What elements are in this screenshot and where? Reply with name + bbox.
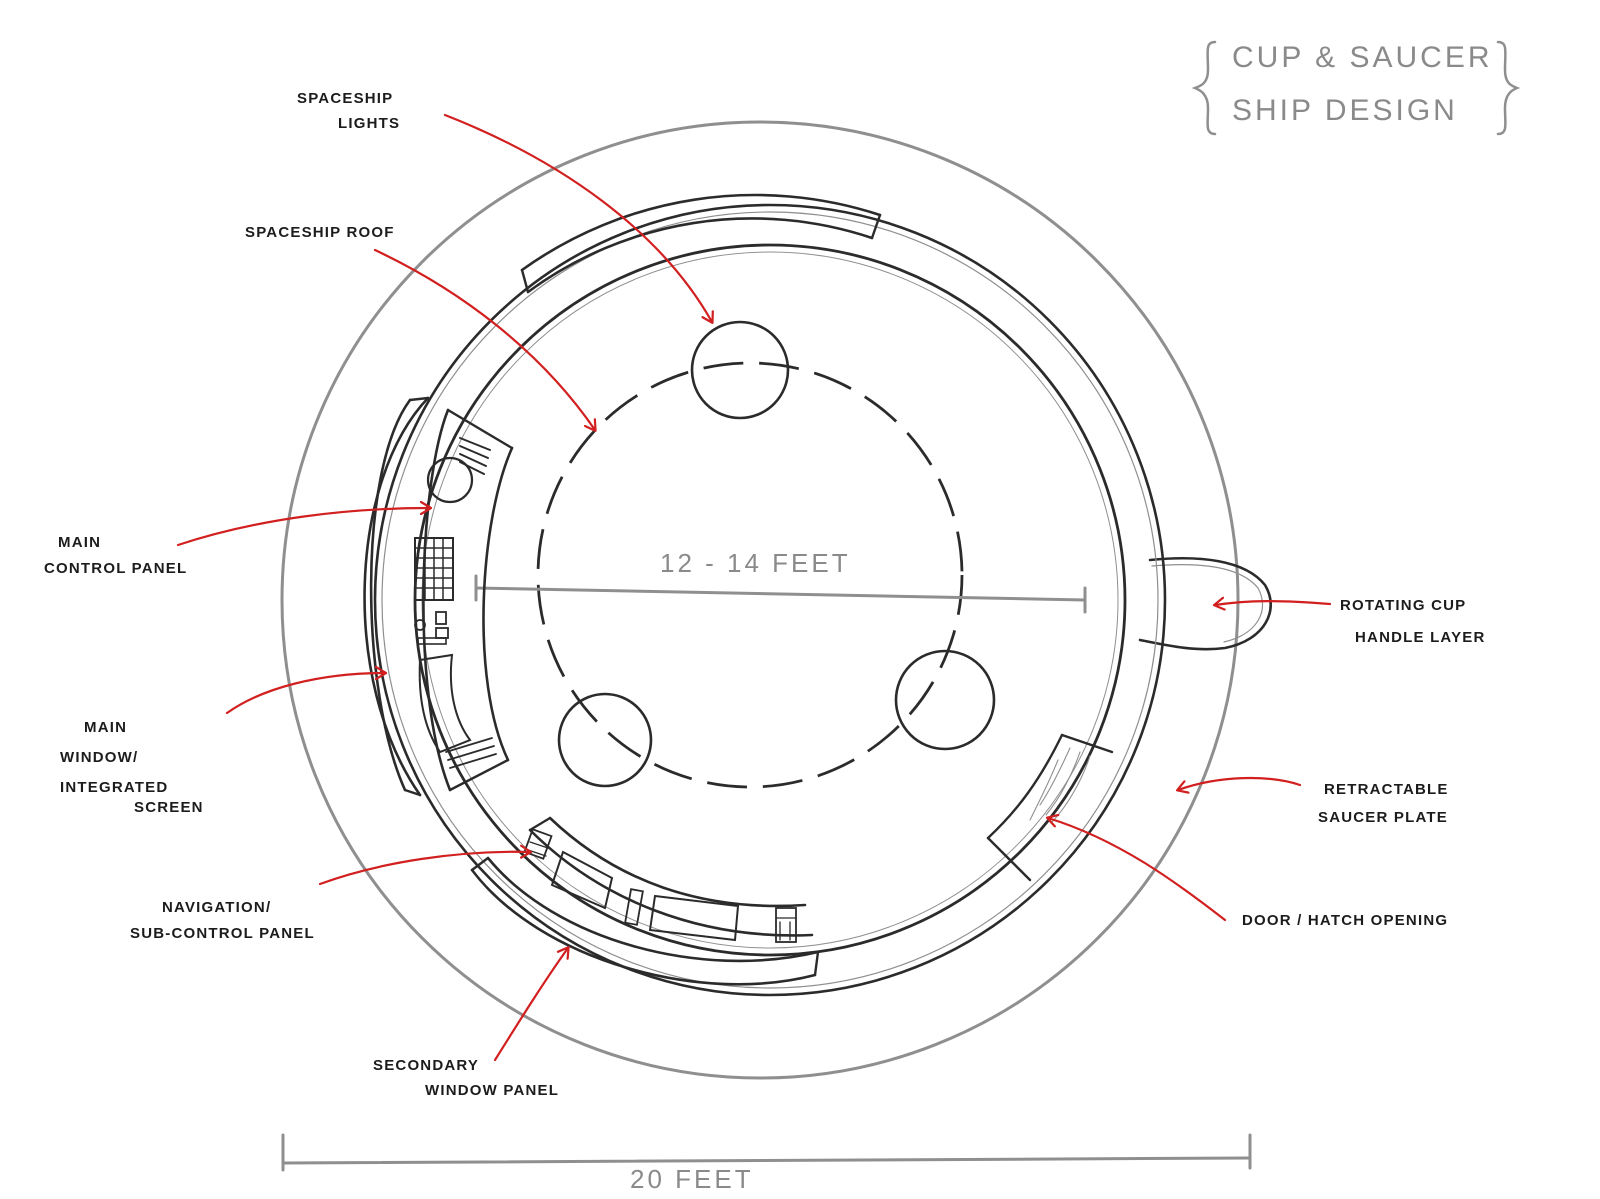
cup-outer-ring xyxy=(373,203,1167,997)
label-navigation-panel-line1: NAVIGATION/ xyxy=(162,899,271,916)
label-main-control-panel-line2: CONTROL PANEL xyxy=(44,560,187,577)
arrow-main-window xyxy=(225,673,385,715)
label-retractable-saucer-line1: RETRACTABLE xyxy=(1324,781,1449,798)
top-rim-arc-inner xyxy=(526,217,874,294)
spaceship-light-bottom-right xyxy=(894,649,996,751)
label-main-window-line1: MAIN xyxy=(84,719,127,736)
arrow-spaceship-roof xyxy=(373,248,595,430)
main-window xyxy=(363,396,430,797)
label-spaceship-lights-line2: LIGHTS xyxy=(338,115,400,132)
title-line-1: CUP & SAUCER xyxy=(1232,41,1493,74)
arrow-retractable-saucer xyxy=(1178,776,1302,790)
label-secondary-window-line2: WINDOW PANEL xyxy=(425,1082,559,1099)
door-hatch xyxy=(986,733,1114,882)
title-line-2: SHIP DESIGN xyxy=(1232,94,1458,127)
top-rim-arc-outer xyxy=(520,193,882,272)
label-main-window: MAIN WINDOW/ INTEGRATED SCREEN xyxy=(60,719,204,816)
label-door-hatch: DOOR / HATCH OPENING xyxy=(1242,912,1448,929)
label-main-window-line3: INTEGRATED xyxy=(60,779,168,796)
label-rotating-cup: ROTATING CUP HANDLE LAYER xyxy=(1340,597,1486,646)
label-main-control-panel: MAIN CONTROL PANEL xyxy=(44,534,187,577)
arrow-rotating-cup xyxy=(1215,601,1332,605)
outer-dimension-label: 20 FEET xyxy=(630,1164,754,1194)
annotation-arrows xyxy=(176,113,1332,1062)
title-block: CUP & SAUCER SHIP DESIGN xyxy=(1191,40,1521,136)
inner-dimension: 12 - 14 FEET xyxy=(474,548,1087,614)
navigation-panel xyxy=(523,816,814,943)
label-rotating-cup-line1: ROTATING CUP xyxy=(1340,597,1466,614)
secondary-window xyxy=(470,856,820,986)
spaceship-light-top xyxy=(690,320,790,420)
arrow-main-control-panel xyxy=(176,508,430,547)
label-main-window-line4: SCREEN xyxy=(134,799,204,816)
label-main-window-line2: WINDOW/ xyxy=(60,749,138,766)
label-retractable-saucer-line2: SAUCER PLATE xyxy=(1318,809,1448,826)
label-secondary-window: SECONDARY WINDOW PANEL xyxy=(373,1057,559,1099)
label-secondary-window-line1: SECONDARY xyxy=(373,1057,479,1074)
arrow-secondary-window xyxy=(493,948,568,1062)
label-spaceship-roof-line1: SPACESHIP ROOF xyxy=(245,224,395,241)
arrow-door-hatch xyxy=(1048,818,1227,922)
spaceship-light-bottom-left xyxy=(557,692,653,788)
cup-outer-ring-pencil xyxy=(381,211,1159,989)
spaceship-roof-outline xyxy=(536,361,964,789)
label-main-control-panel-line1: MAIN xyxy=(58,534,101,551)
saucer-plate-outline xyxy=(280,120,1240,1080)
title-left-brace xyxy=(1191,40,1217,136)
label-rotating-cup-line2: HANDLE LAYER xyxy=(1355,629,1486,646)
cup-handle xyxy=(1138,556,1272,651)
label-door-hatch-line1: DOOR / HATCH OPENING xyxy=(1242,912,1448,929)
label-spaceship-lights-line1: SPACESHIP xyxy=(297,90,393,107)
title-right-brace xyxy=(1496,40,1521,136)
main-control-panel xyxy=(414,408,514,792)
label-navigation-panel: NAVIGATION/ SUB-CONTROL PANEL xyxy=(130,899,315,942)
label-navigation-panel-line2: SUB-CONTROL PANEL xyxy=(130,925,315,942)
label-retractable-saucer: RETRACTABLE SAUCER PLATE xyxy=(1318,781,1449,826)
arrow-navigation-panel xyxy=(318,852,530,886)
arrow-spaceship-lights xyxy=(443,113,712,322)
outer-dimension: 20 FEET xyxy=(281,1133,1252,1194)
label-spaceship-roof: SPACESHIP ROOF xyxy=(245,224,395,241)
inner-dimension-label: 12 - 14 FEET xyxy=(660,548,851,578)
label-spaceship-lights: SPACESHIP LIGHTS xyxy=(297,90,400,132)
